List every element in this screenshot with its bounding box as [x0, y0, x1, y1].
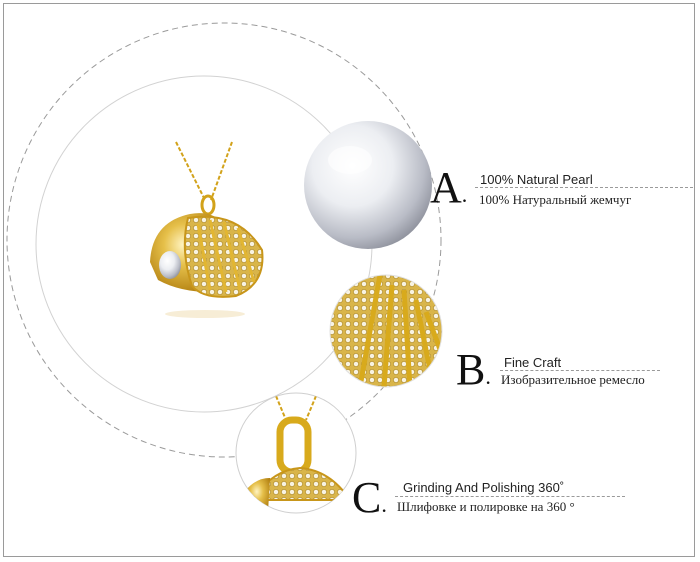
feature-a-en-label: 100% Natural Pearl [480, 172, 593, 187]
feature-a-ru-label: 100% Натуральный жемчуг [479, 192, 632, 207]
shell-detail [330, 275, 442, 387]
image-frame [3, 3, 695, 557]
feature-c-letter: C. [352, 473, 387, 522]
feature-c-divider [395, 496, 625, 497]
pendant-necklace [150, 141, 264, 318]
outer-dashed-circle [6, 22, 442, 458]
feature-c-en-label: Grinding And Polishing 360˚ [403, 480, 565, 495]
feature-b-ru-label: Изобразительное ремесло [501, 372, 645, 387]
feature-b-divider [500, 370, 660, 371]
pearl-detail [304, 121, 432, 249]
feature-b-letter: B. [456, 345, 491, 394]
feature-c-ru-label: Шлифовке и полировке на 360 ° [397, 499, 575, 514]
feature-b-en-label: Fine Craft [504, 355, 562, 370]
feature-a-letter: A. [430, 163, 468, 212]
feature-a-divider [475, 187, 693, 188]
